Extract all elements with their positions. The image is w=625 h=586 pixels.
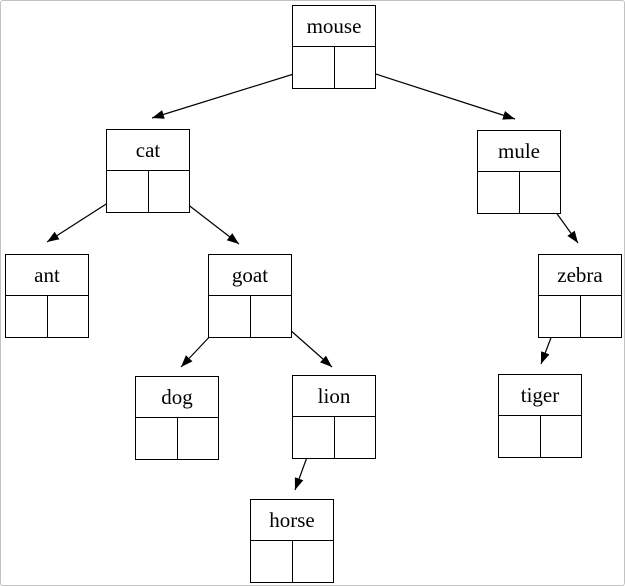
node-label: ant <box>6 255 88 296</box>
tree-node-mule: mule <box>477 130 561 214</box>
node-right-pointer-cell <box>335 417 376 458</box>
node-right-pointer-cell <box>48 296 89 337</box>
node-label: tiger <box>499 375 581 416</box>
node-left-pointer-cell <box>478 172 520 213</box>
node-label: mule <box>478 131 560 172</box>
node-label: goat <box>209 255 291 296</box>
tree-node-tiger: tiger <box>498 374 582 458</box>
node-label: mouse <box>293 6 375 47</box>
node-label: lion <box>293 376 375 417</box>
tree-edge-mouse-mule <box>353 66 516 120</box>
tree-node-lion: lion <box>292 375 376 459</box>
node-left-pointer-cell <box>499 416 541 457</box>
node-left-pointer-cell <box>539 296 581 337</box>
node-pointer-row <box>293 417 375 458</box>
node-pointer-row <box>478 172 560 213</box>
node-pointer-row <box>539 296 621 337</box>
node-right-pointer-cell <box>541 416 582 457</box>
tree-node-horse: horse <box>250 499 334 583</box>
node-left-pointer-cell <box>6 296 48 337</box>
node-left-pointer-cell <box>293 47 335 88</box>
node-right-pointer-cell <box>581 296 622 337</box>
node-pointer-row <box>6 296 88 337</box>
tree-node-mouse: mouse <box>292 5 376 89</box>
node-pointer-row <box>293 47 375 88</box>
tree-node-zebra: zebra <box>538 254 622 338</box>
node-right-pointer-cell <box>335 47 376 88</box>
node-label: cat <box>107 130 189 171</box>
node-pointer-row <box>499 416 581 457</box>
node-pointer-row <box>209 296 291 337</box>
tree-node-dog: dog <box>135 376 219 460</box>
node-label: zebra <box>539 255 621 296</box>
tree-edge-mouse-cat <box>151 67 314 119</box>
node-left-pointer-cell <box>251 541 293 582</box>
node-pointer-row <box>107 171 189 212</box>
node-label: horse <box>251 500 333 541</box>
node-pointer-row <box>136 418 218 459</box>
node-pointer-row <box>251 541 333 582</box>
node-right-pointer-cell <box>149 171 190 212</box>
node-right-pointer-cell <box>293 541 334 582</box>
tree-node-ant: ant <box>5 254 89 338</box>
node-left-pointer-cell <box>293 417 335 458</box>
node-left-pointer-cell <box>107 171 149 212</box>
node-right-pointer-cell <box>520 172 561 213</box>
tree-node-cat: cat <box>106 129 190 213</box>
node-left-pointer-cell <box>136 418 178 459</box>
node-right-pointer-cell <box>251 296 292 337</box>
node-left-pointer-cell <box>209 296 251 337</box>
tree-node-goat: goat <box>208 254 292 338</box>
node-label: dog <box>136 377 218 418</box>
node-right-pointer-cell <box>178 418 219 459</box>
